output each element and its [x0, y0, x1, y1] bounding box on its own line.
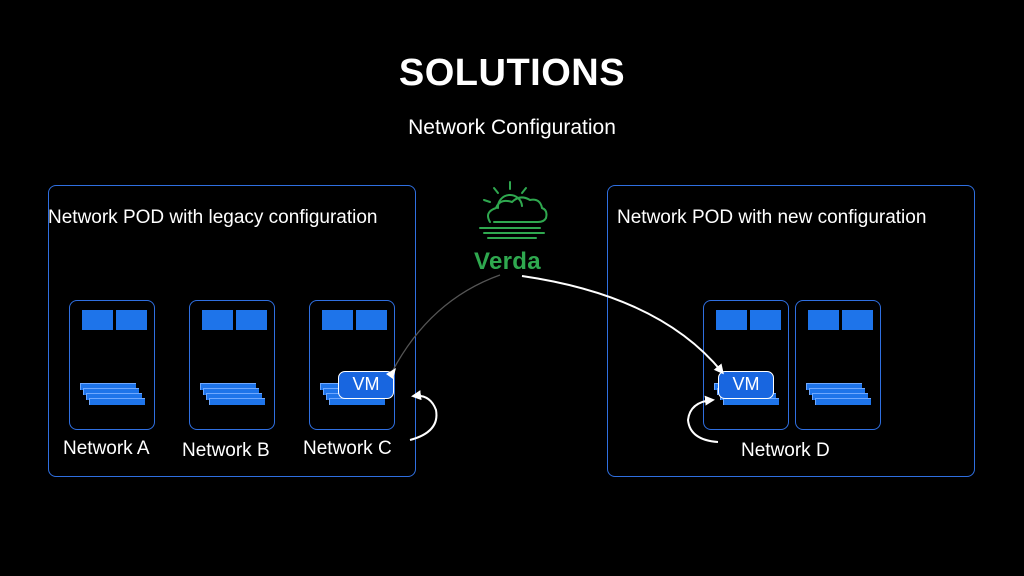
server-network-d-2	[795, 300, 881, 430]
arrow-vm-to-verda	[391, 274, 501, 373]
curved-arrow-network-d	[686, 395, 719, 443]
server-slot	[716, 310, 747, 330]
server-slot	[82, 310, 113, 330]
server-network-a	[69, 300, 155, 430]
server-slot	[322, 310, 353, 330]
pod-new-label: Network POD with new configuration	[617, 207, 927, 228]
arrow-verda-to-vm	[521, 275, 724, 375]
server-network-b	[189, 300, 275, 430]
slide-title: SOLUTIONS	[398, 52, 626, 94]
pod-legacy-label: Network POD with legacy configuration	[48, 207, 378, 228]
network-a-label: Network A	[63, 438, 150, 459]
server-slot	[842, 310, 873, 330]
server-slot	[116, 310, 147, 330]
verda-logo-text: Verda	[474, 248, 541, 275]
drive-stack-icon	[80, 383, 146, 409]
server-slot	[808, 310, 839, 330]
network-b-label: Network B	[182, 440, 270, 461]
cloud-sun-icon	[479, 181, 548, 239]
pod-new	[607, 185, 975, 477]
network-d-label: Network D	[741, 440, 830, 461]
vm-target: VM	[718, 371, 774, 399]
server-slot	[202, 310, 233, 330]
curved-arrow-network-c	[409, 390, 438, 441]
arrowhead-vm-source	[386, 368, 396, 379]
pod-legacy	[48, 185, 416, 477]
network-c-label: Network C	[303, 438, 392, 459]
drive-stack-icon	[806, 383, 872, 409]
server-slot	[356, 310, 387, 330]
slide-subtitle: Network Configuration	[408, 116, 616, 139]
server-slot	[750, 310, 781, 330]
vm-source: VM	[338, 371, 394, 399]
drive-stack-icon	[200, 383, 266, 409]
server-slot	[236, 310, 267, 330]
